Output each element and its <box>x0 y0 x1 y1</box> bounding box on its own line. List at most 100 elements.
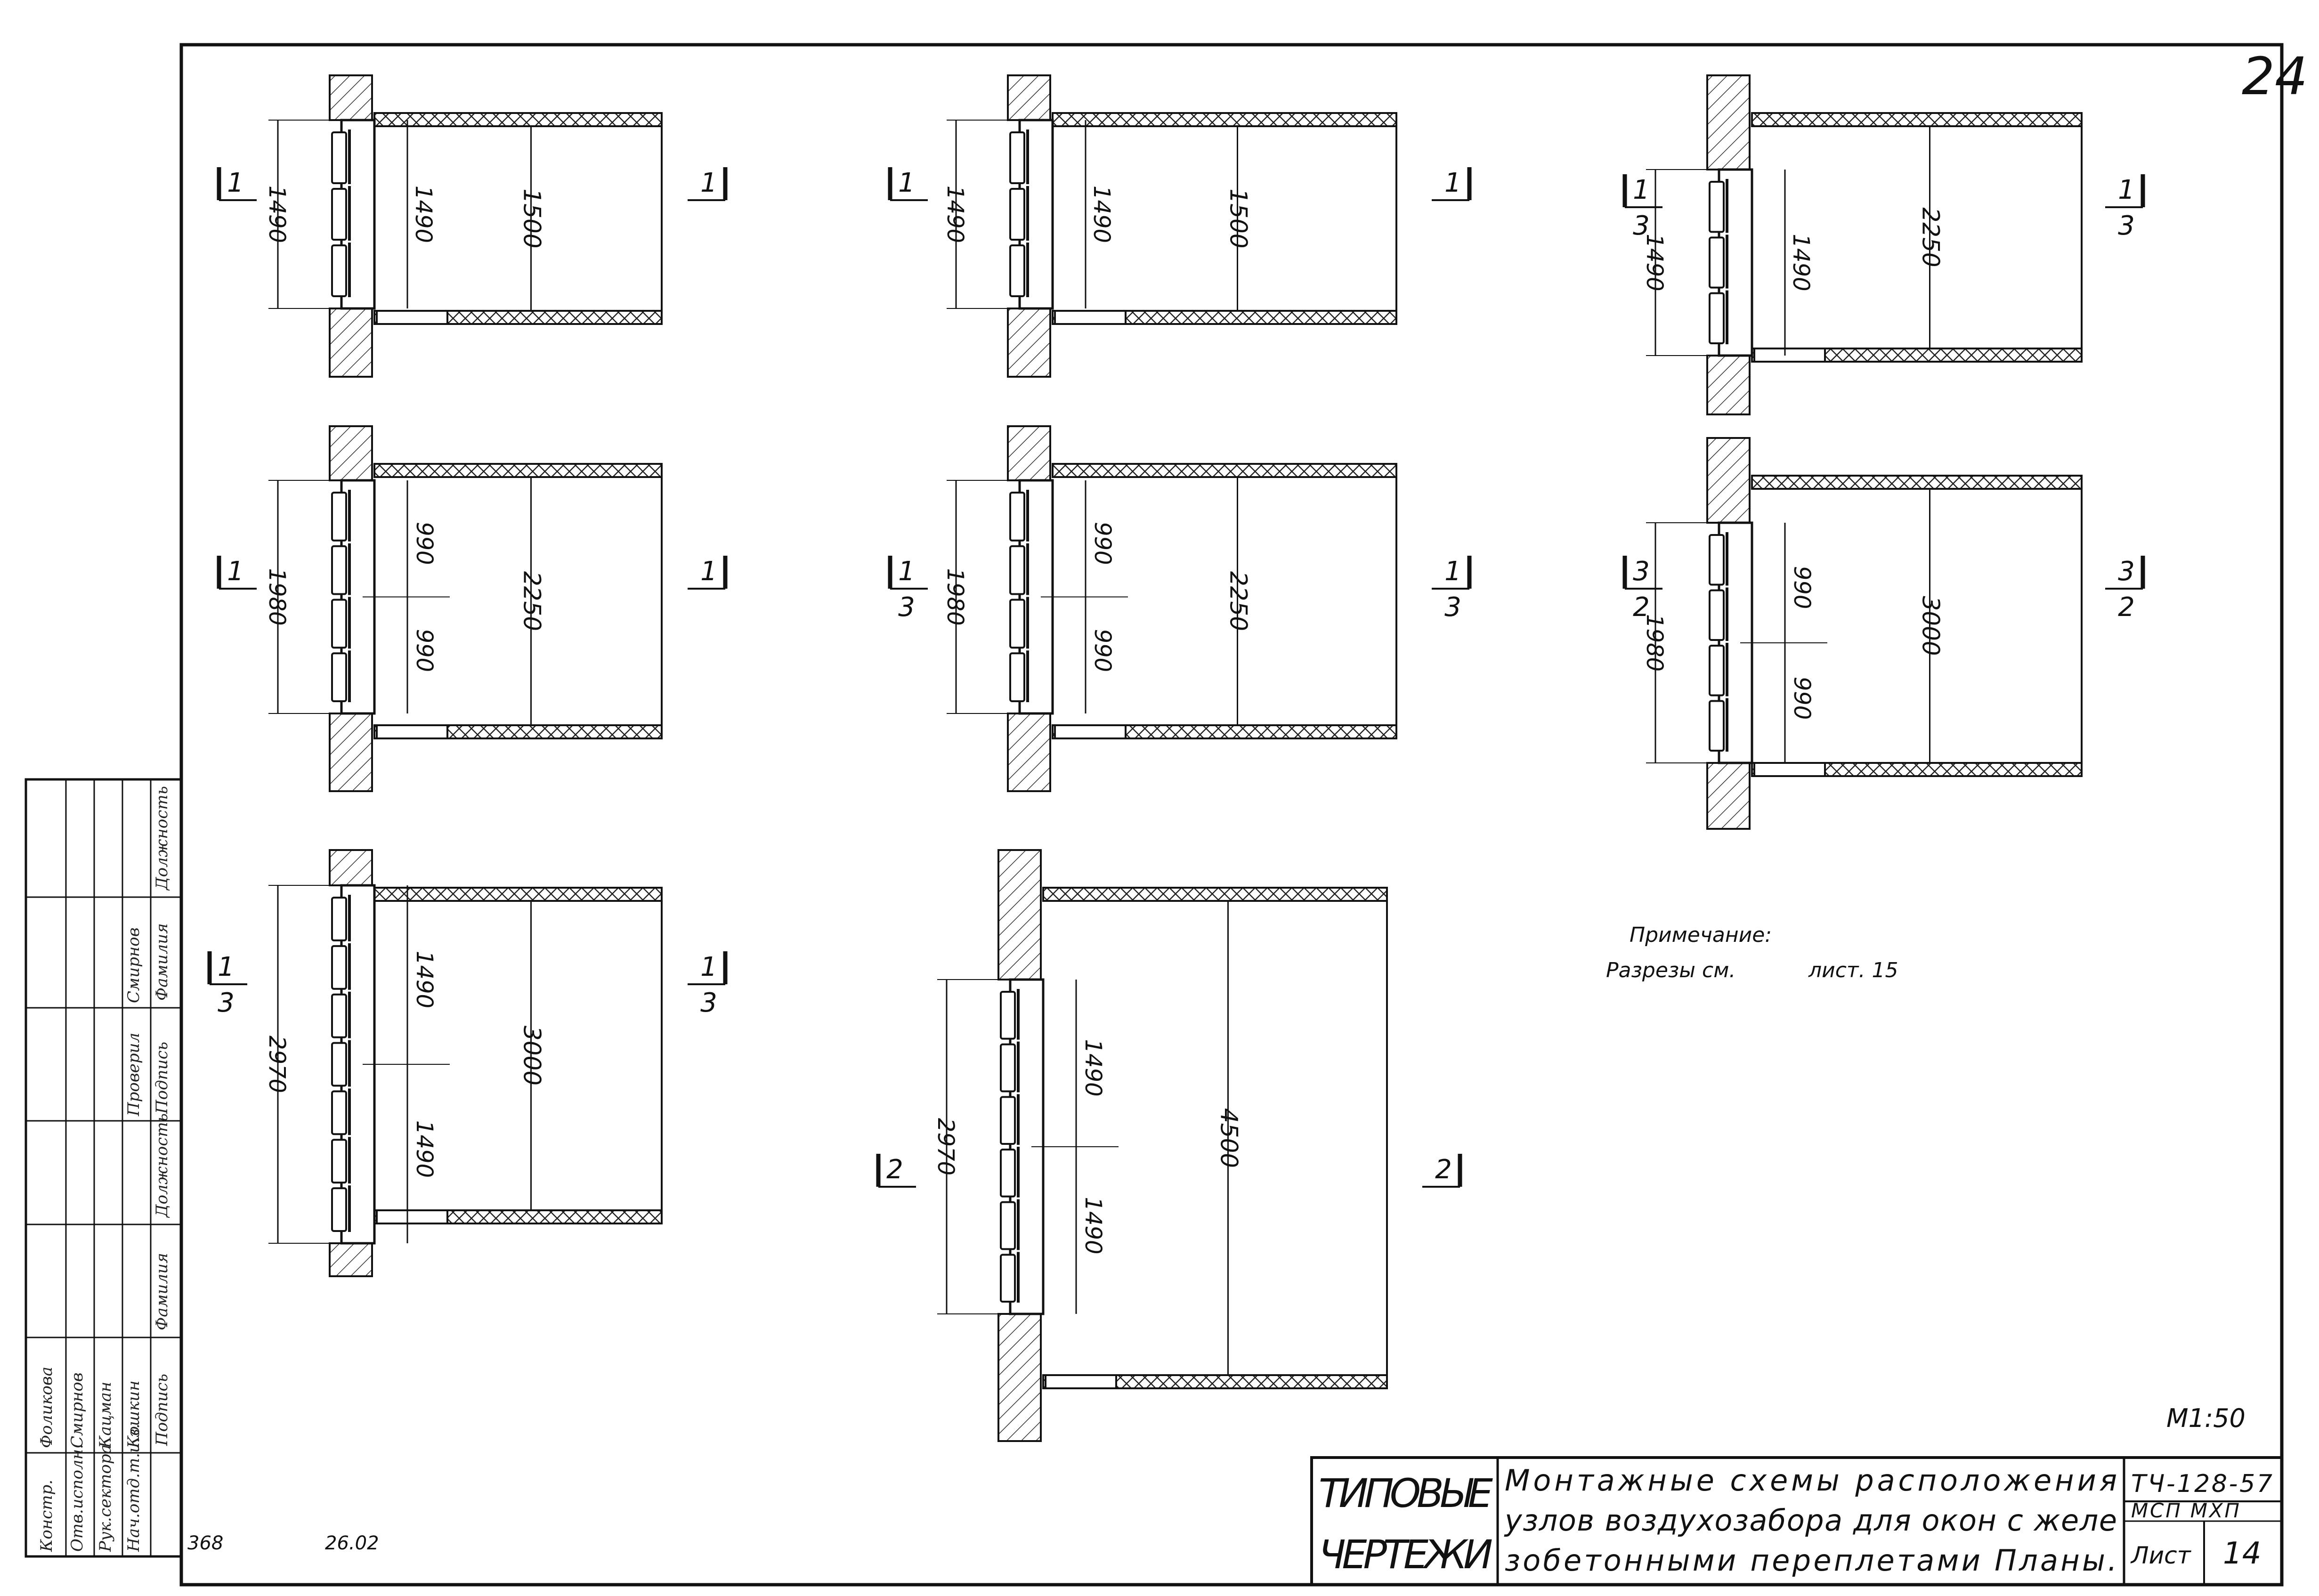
louver-block <box>1709 645 1725 697</box>
stamp-position: Рук.сектора <box>96 1444 115 1552</box>
louver-block <box>1000 1149 1016 1198</box>
louver-block <box>331 188 347 241</box>
section-mark-left: 13 <box>1622 174 1662 241</box>
section-mark-number: 1 <box>1633 175 1650 205</box>
wall-upper <box>329 849 373 886</box>
duct-top <box>1052 463 1397 478</box>
wall-upper <box>329 74 373 121</box>
louver-block <box>331 244 347 297</box>
duct-top <box>373 112 663 127</box>
louver-block <box>1000 1096 1016 1145</box>
stamp-position: Нач.отд.т.и.з. <box>124 1424 143 1552</box>
section-mark-number: 1 <box>1444 556 1461 587</box>
pane-dimension: 990 <box>411 522 438 565</box>
window-height-dimension: 1980 <box>1641 614 1668 672</box>
section-mark-left: 1 <box>217 167 257 201</box>
section-mark-number: 1 <box>898 168 915 198</box>
louver-block <box>331 1187 347 1232</box>
stamp-header: Подпись <box>153 1042 171 1114</box>
louver-block <box>1000 991 1016 1040</box>
louver-block <box>331 897 347 941</box>
section-mark-left: 1 <box>888 167 928 201</box>
sheet-number: 24 <box>2242 46 2308 106</box>
room-height-dimension: 2250 <box>1917 207 1945 267</box>
damper <box>376 724 448 739</box>
section-mark-sheet: 3 <box>218 988 235 1018</box>
organization: МСП МХП <box>2131 1499 2239 1522</box>
duct-top <box>1751 112 2083 127</box>
section-mark-number: 2 <box>1435 1154 1452 1185</box>
opening-height-dimension: 1490 <box>1788 234 1814 291</box>
section-mark-number: 1 <box>898 556 915 587</box>
section-mark-sheet: 3 <box>898 592 915 623</box>
section-mark-number: 3 <box>1633 556 1650 587</box>
drawing-code: ТЧ-128-57 <box>2131 1470 2272 1498</box>
window-height-dimension: 1980 <box>264 568 290 625</box>
sheet-border <box>179 43 2284 1587</box>
section-mark-sheet: 3 <box>1444 592 1461 623</box>
section-mark-left: 13 <box>888 556 928 623</box>
louver-block <box>331 652 347 702</box>
room-height-dimension: 2250 <box>1225 571 1252 631</box>
wall-lower <box>997 1313 1042 1442</box>
note: Примечание: Разрезы см. лист. 15 <box>1606 923 1898 982</box>
section-mark-number: 1 <box>218 952 235 982</box>
section-mark-number: 1 <box>2118 175 2135 205</box>
louver-block <box>1009 599 1025 649</box>
wall-upper <box>329 425 373 481</box>
wall-lower <box>1706 355 1751 415</box>
louver-block <box>1000 1043 1016 1093</box>
louver-block <box>1009 652 1025 702</box>
louver-block <box>1009 188 1025 241</box>
wall-upper <box>1007 74 1051 121</box>
section-mark-number: 1 <box>700 952 717 982</box>
pane-dimension: 990 <box>1789 566 1815 609</box>
louver-block <box>1709 236 1725 289</box>
title-line3: зобетонными переплетами Планы. <box>1505 1543 2117 1578</box>
wall-lower <box>1007 308 1051 378</box>
stamp-checked-label: Проверил <box>124 1033 143 1117</box>
section-mark-sheet: 3 <box>700 988 717 1018</box>
section-mark-right: 1 <box>1432 167 1472 201</box>
louver-block <box>331 1090 347 1135</box>
louver-block <box>1709 292 1725 345</box>
title-line1: Монтажные схемы расположения <box>1505 1463 2117 1498</box>
series-line1: ТИПОВЫЕ <box>1319 1470 1493 1516</box>
section-mark-right: 2 <box>1422 1154 1462 1188</box>
window-height-dimension: 1980 <box>942 568 968 625</box>
stamp-position: Констр. <box>37 1480 56 1552</box>
pane-dimension: 990 <box>1089 522 1116 565</box>
wall-lower <box>1706 762 1751 830</box>
damper <box>1054 310 1127 325</box>
louver-block <box>1009 131 1025 184</box>
pane-dimension: 1490 <box>411 1120 438 1178</box>
note-sheet-ref: лист. 15 <box>1808 958 1898 982</box>
pane-dimension: 1490 <box>1080 1039 1106 1096</box>
opening-height-dimension: 1490 <box>410 186 437 243</box>
stamp-surname: Кошкин <box>124 1380 143 1449</box>
louver-block <box>1709 181 1725 233</box>
stamp-header: Подпись <box>153 1374 171 1446</box>
louver-block <box>331 1139 347 1184</box>
series-line2: ЧЕРТЕЖИ <box>1319 1531 1493 1578</box>
window-height-dimension: 2970 <box>264 1036 290 1093</box>
section-mark-number: 3 <box>2118 556 2135 587</box>
pane-dimension: 990 <box>411 629 438 672</box>
stamp-position: Отв.исполн. <box>68 1444 87 1552</box>
archive-number: 368 <box>187 1532 223 1554</box>
section-mark-sheet: 3 <box>1633 211 1650 241</box>
stamp-header: Должность <box>153 786 171 891</box>
section-mark-left: 32 <box>1622 556 1662 623</box>
pane-dimension: 990 <box>1789 677 1815 720</box>
damper <box>376 1209 448 1224</box>
damper <box>1054 724 1127 739</box>
sheet-value: 14 <box>2223 1536 2261 1571</box>
damper <box>1753 762 1826 777</box>
section-mark-left: 2 <box>876 1154 916 1188</box>
